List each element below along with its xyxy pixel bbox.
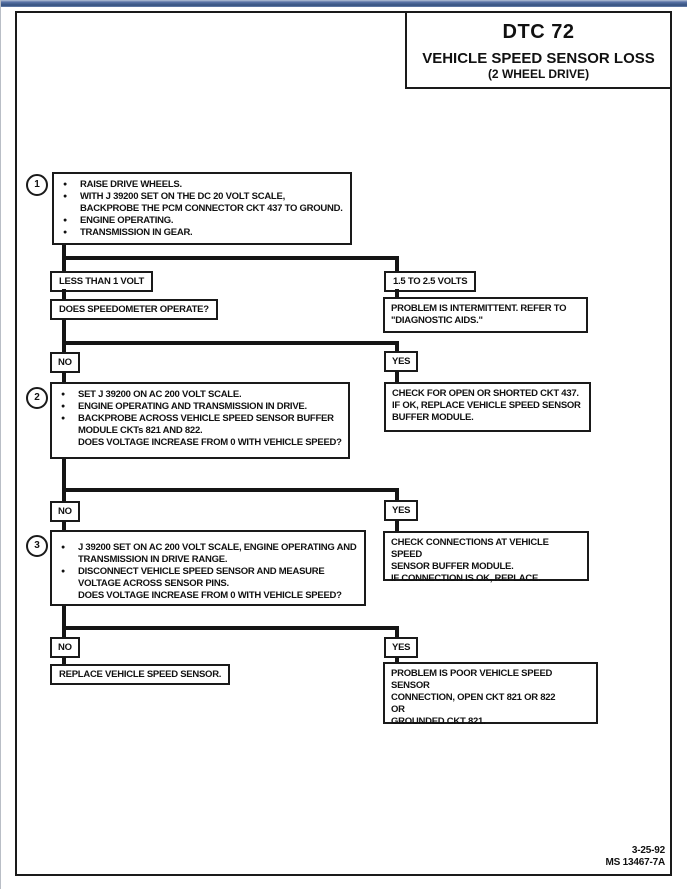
- connector-line: [62, 488, 399, 492]
- check-connections-result-box: CHECK CONNECTIONS AT VEHICLE SPEED SENSO…: [383, 531, 589, 584]
- step-1-box: RAISE DRIVE WHEELS. WITH J 39200 SET ON …: [52, 172, 352, 245]
- connector-line: [395, 260, 399, 272]
- connector-line: [395, 289, 399, 298]
- step-3-number: 3: [26, 535, 48, 557]
- connector-line: [62, 626, 399, 630]
- yes-box-2: YES: [384, 500, 419, 521]
- connector-line: [62, 245, 66, 258]
- check-ckt437-result-box: CHECK FOR OPEN OR SHORTED CKT 437. IF OK…: [384, 382, 591, 432]
- step-2-box: SET J 39200 ON AC 200 VOLT SCALE. ENGINE…: [50, 382, 350, 459]
- no-box-3: NO: [50, 637, 80, 658]
- step-2-bullet: BACKPROBE ACROSS VEHICLE SPEED SENSOR BU…: [52, 413, 344, 437]
- connector-line: [62, 372, 66, 383]
- connector-line: [62, 459, 66, 490]
- step-1-bullet: TRANSMISSION IN GEAR.: [54, 227, 346, 239]
- dtc-code: DTC 72: [502, 20, 575, 43]
- connector-line: [62, 521, 66, 531]
- connector-line: [62, 289, 66, 300]
- page-subtitle: (2 WHEEL DRIVE): [487, 66, 590, 81]
- connector-line: [395, 345, 399, 353]
- speedometer-question-box: DOES SPEEDOMETER OPERATE?: [50, 299, 218, 320]
- step-2-bullet: SET J 39200 ON AC 200 VOLT SCALE.: [52, 389, 344, 401]
- step-3-question: DOES VOLTAGE INCREASE FROM 0 WITH VEHICL…: [78, 590, 342, 601]
- step-1-bullet: ENGINE OPERATING.: [54, 215, 346, 227]
- intermittent-result-box: PROBLEM IS INTERMITTENT. REFER TO "DIAGN…: [383, 297, 588, 333]
- scan-top-blue-bar: [0, 0, 687, 7]
- connector-line: [62, 260, 66, 272]
- step-2-question: DOES VOLTAGE INCREASE FROM 0 WITH VEHICL…: [78, 437, 342, 448]
- connector-line: [395, 657, 399, 663]
- replace-sensor-result-box: REPLACE VEHICLE SPEED SENSOR.: [50, 664, 231, 685]
- connector-line: [395, 630, 399, 638]
- connector-line: [62, 341, 399, 345]
- connector-line: [395, 371, 399, 383]
- connector-line: [62, 319, 66, 345]
- connector-line: [62, 630, 66, 638]
- connector-line: [62, 657, 66, 665]
- yes-box-1: YES: [384, 351, 419, 372]
- yes-box-3: YES: [384, 637, 419, 658]
- footer-date: 3-25-92: [631, 845, 665, 856]
- poor-connection-result-box: PROBLEM IS POOR VEHICLE SPEED SENSOR CON…: [383, 662, 598, 727]
- step-3-box: J 39200 SET ON AC 200 VOLT SCALE, ENGINE…: [50, 530, 366, 606]
- branch-1.5-to-2.5-volts: 1.5 TO 2.5 VOLTS: [384, 271, 477, 292]
- page-title: VEHICLE SPEED SENSOR LOSS: [422, 49, 655, 67]
- step-2-number: 2: [26, 387, 48, 409]
- connector-line: [62, 256, 399, 260]
- footer-doc-number: MS 13467-7A: [605, 857, 666, 868]
- connector-line: [395, 492, 399, 501]
- connector-line: [62, 345, 66, 354]
- step-1-bullet: WITH J 39200 SET ON THE DC 20 VOLT SCALE…: [54, 191, 346, 215]
- page-border: [15, 11, 672, 876]
- scan-left-edge-line: [0, 0, 1, 889]
- step-1-bullet: RAISE DRIVE WHEELS.: [54, 179, 346, 191]
- step-1-number: 1: [26, 174, 48, 196]
- no-box-1: NO: [50, 352, 80, 373]
- connector-line: [62, 606, 66, 628]
- connector-line: [395, 520, 399, 532]
- step-3-bullet: J 39200 SET ON AC 200 VOLT SCALE, ENGINE…: [52, 542, 360, 566]
- branch-less-than-1-volt: LESS THAN 1 VOLT: [50, 271, 154, 292]
- no-box-2: NO: [50, 501, 80, 522]
- footer-block: 3-25-92 MS 13467-7A: [606, 845, 666, 869]
- title-box: DTC 72 VEHICLE SPEED SENSOR LOSS (2 WHEE…: [405, 11, 672, 89]
- step-2-bullet: ENGINE OPERATING AND TRANSMISSION IN DRI…: [52, 401, 344, 413]
- step-3-bullet: DISCONNECT VEHICLE SPEED SENSOR AND MEAS…: [52, 566, 360, 590]
- connector-line: [62, 492, 66, 502]
